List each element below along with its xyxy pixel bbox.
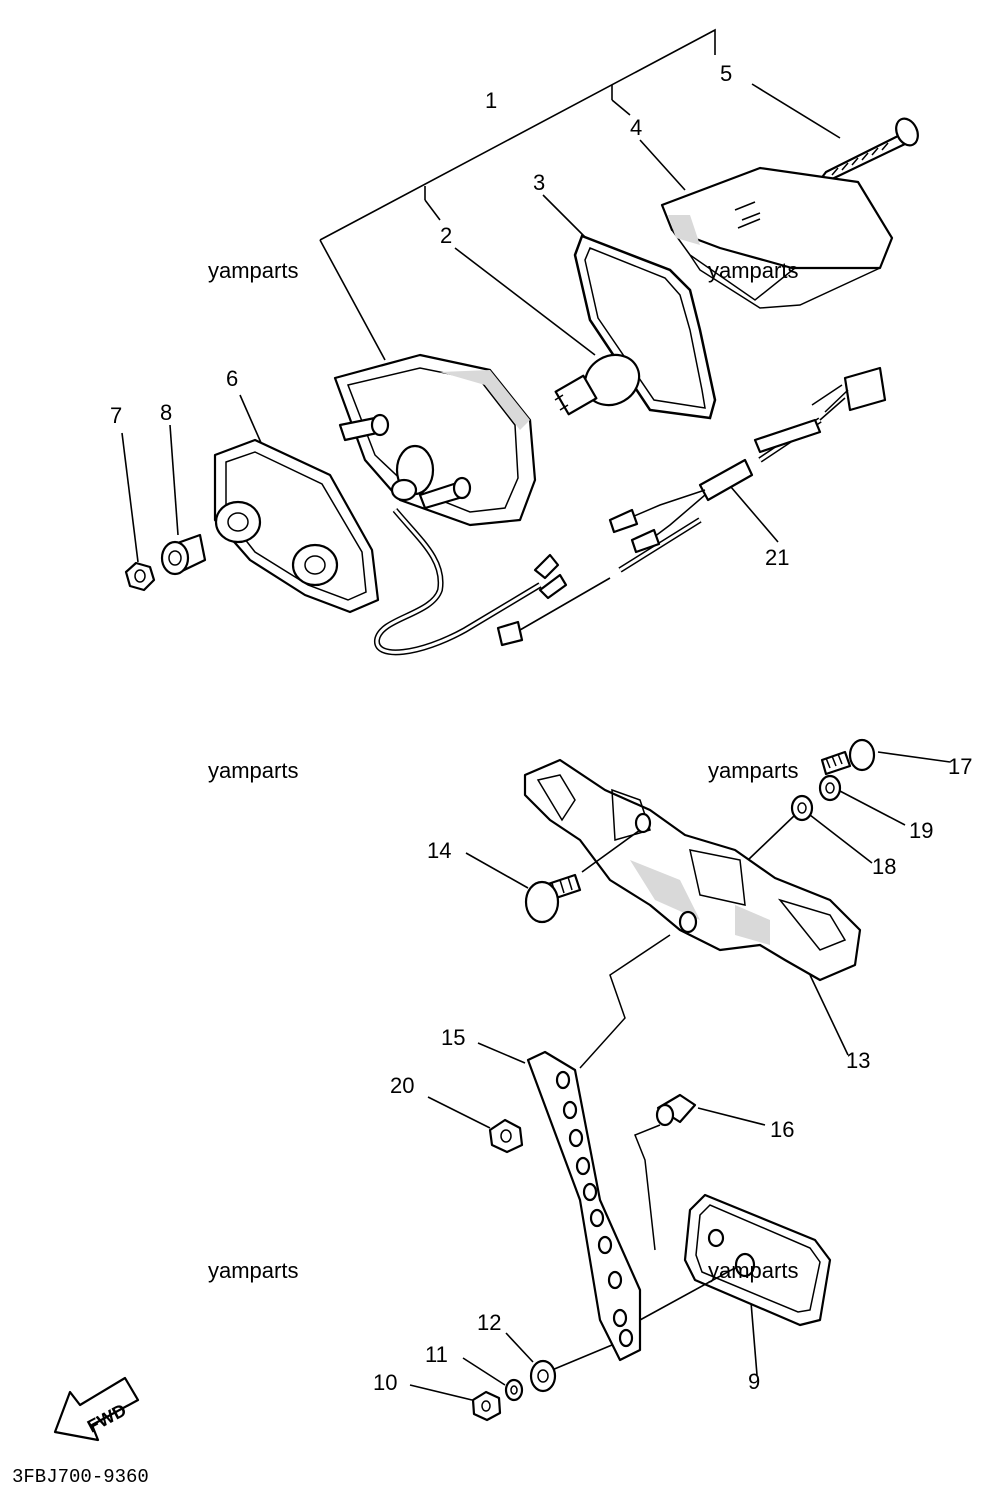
watermark-text: yamparts [708,758,798,783]
callout-10: 10 [373,1370,397,1395]
watermark-text: yamparts [708,1258,798,1283]
callout-3: 3 [533,170,545,195]
assembly-bracket-lines [319,28,716,361]
taillight-lens-part[interactable] [639,139,894,309]
callout-11: 11 [425,1342,448,1367]
callout-13: 13 [846,1048,870,1073]
callout-18: 18 [872,854,896,879]
taillight-housing-part[interactable] [333,353,537,527]
nut-part-20[interactable] [427,1096,524,1154]
nut-part[interactable] [121,432,156,592]
bulb-part[interactable] [454,247,648,416]
lead-wire-harness-part[interactable] [608,366,887,573]
spring-washer-part[interactable] [818,774,906,826]
callout-6: 6 [226,366,238,391]
bolt-part-17[interactable] [820,738,951,776]
callout-9: 9 [748,1369,760,1394]
flap-stay-part[interactable] [477,934,671,1362]
watermark-text: yamparts [208,758,298,783]
base-gasket-part[interactable] [213,394,380,614]
callout-21: 21 [765,545,789,570]
lens-gasket-part[interactable] [542,194,717,420]
watermark-text: yamparts [208,258,298,283]
license-light-part[interactable] [639,1193,832,1376]
watermark-text: yamparts [208,1258,298,1283]
plain-washer-part[interactable] [747,794,873,864]
grommet-part-16[interactable] [655,1093,766,1127]
callout-2: 2 [440,223,452,248]
spring-washer-part-11[interactable] [462,1357,524,1402]
nut-part-10[interactable] [409,1384,502,1422]
callout-14: 14 [427,838,451,863]
callout-7: 7 [110,403,122,428]
callout-4: 4 [630,115,642,140]
callout-8: 8 [160,400,172,425]
callout-12: 12 [477,1310,501,1335]
watermarks: yamparts yamparts yamparts yamparts yamp… [208,258,798,1283]
callout-19: 19 [909,818,933,843]
diagram-code: 3FBJ700-9360 [12,1466,149,1488]
watermark-text: yamparts [708,258,798,283]
callout-5: 5 [720,61,732,86]
callout-16: 16 [770,1117,794,1142]
socket-wire-part [374,508,611,656]
fwd-arrow-icon: FWD [53,1376,140,1442]
washer-part-12[interactable] [505,1332,613,1393]
callout-numbers: 1 2 3 4 5 6 7 8 9 10 11 12 13 14 15 16 1… [110,61,972,1395]
callout-15: 15 [441,1025,465,1050]
grommet-part[interactable] [160,424,207,576]
callout-20: 20 [390,1073,414,1098]
bolt-part-14[interactable] [465,829,641,924]
callout-17: 17 [948,754,972,779]
tapping-screw-part[interactable] [751,83,922,182]
callout-1: 1 [485,88,497,113]
license-bracket-part[interactable] [523,758,862,1056]
